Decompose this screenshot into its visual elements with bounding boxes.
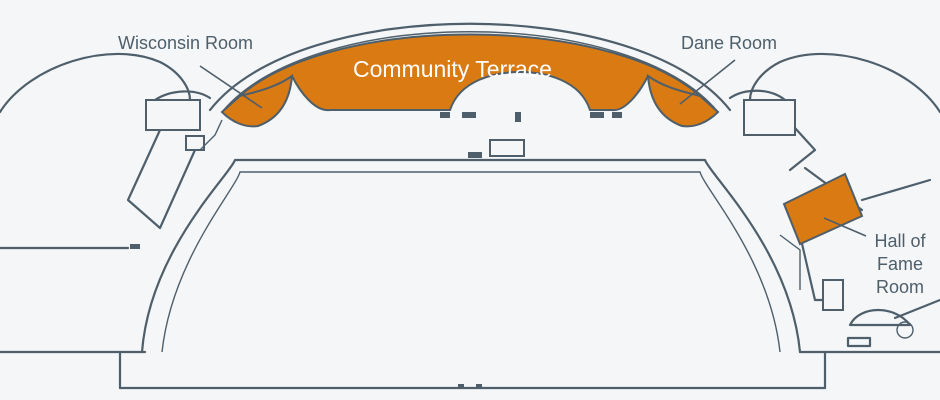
arena xyxy=(140,139,802,354)
hall-of-fame-label-line2: Fame xyxy=(876,254,923,274)
wisconsin-room-leader xyxy=(199,65,263,109)
terrace-details xyxy=(440,112,622,122)
community-terrace-room[interactable] xyxy=(226,33,714,124)
wisconsin-room[interactable] xyxy=(220,73,294,128)
hall-of-fame-label-line3: Room xyxy=(875,277,924,297)
hall-of-fame-leader xyxy=(823,217,867,237)
hall-of-fame-room[interactable] xyxy=(782,172,864,246)
hall-of-fame-label-line1: Hall of xyxy=(874,231,926,251)
hall-of-fame-label: Hall of Fame Room xyxy=(860,230,940,299)
wisconsin-room-label: Wisconsin Room xyxy=(118,33,254,53)
building-base xyxy=(0,350,940,390)
dane-room-leader xyxy=(679,59,736,105)
community-terrace-label: Community Terrace xyxy=(353,56,552,82)
left-wing xyxy=(0,52,223,250)
roof-arc xyxy=(208,22,732,112)
dane-room-label: Dane Room xyxy=(681,33,778,53)
